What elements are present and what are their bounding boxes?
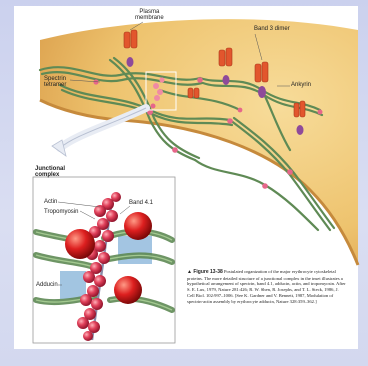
label-tropomyosin: Tropomyosin <box>44 209 78 215</box>
label-spectrin-tetramer: Spectrin tetramer <box>44 76 66 88</box>
label-adducin: Adducin <box>36 282 58 288</box>
label-junctional-complex: Junctional complex <box>35 166 65 178</box>
label-band3-dimer: Band 3 dimer <box>254 26 290 32</box>
label-band41: Band 4.1 <box>129 200 153 206</box>
figure-caption: ▲ Figure 13-38 Postulated organization o… <box>187 269 347 304</box>
label-ankyrin: Ankyrin <box>291 82 311 88</box>
figure-number: ▲ Figure 13-38 <box>187 269 223 275</box>
label-plasma-membrane: Plasma membrane <box>135 9 164 21</box>
label-actin: Actin <box>44 199 57 205</box>
